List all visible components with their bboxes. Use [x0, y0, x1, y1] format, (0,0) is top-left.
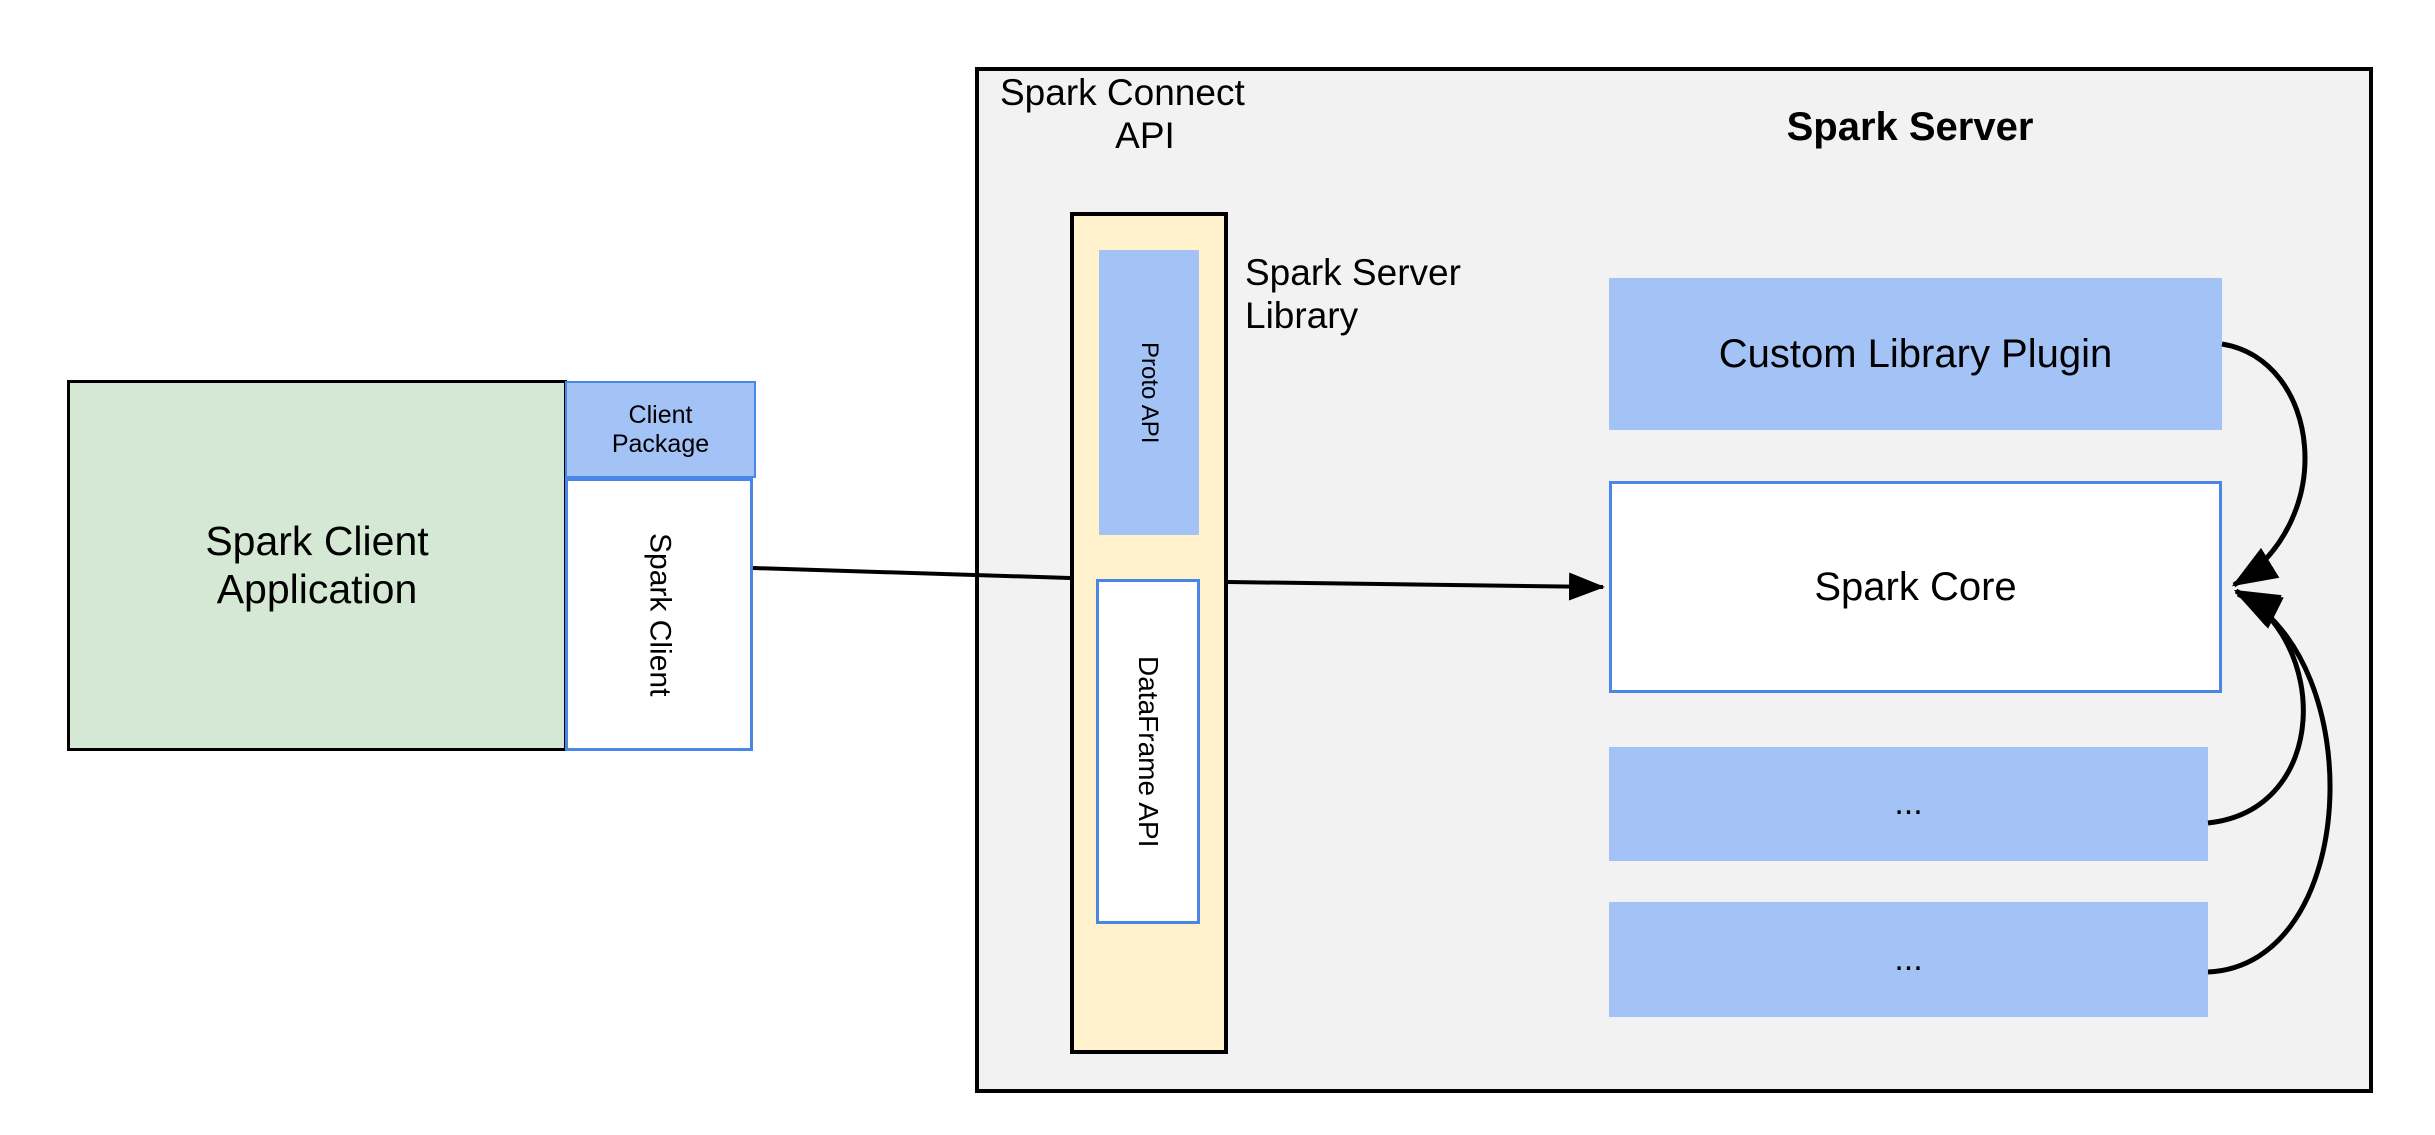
spark-server-library-label-line2: Library — [1245, 295, 1359, 336]
spark-client-application-label-line1: Spark Client — [205, 518, 429, 565]
spark-client-box[interactable]: Spark Client — [565, 478, 753, 751]
spark-server-library-label: Spark Server Library — [1245, 240, 1545, 350]
spark-connect-api-label: Spark Connect API — [1000, 70, 1290, 160]
client-package-label: Client Package — [612, 401, 709, 459]
ellipsis-box-1[interactable]: ... — [1609, 747, 2208, 861]
spark-server-library-label-line1: Spark Server — [1245, 252, 1461, 294]
proto-api-label: Proto API — [1135, 341, 1163, 444]
client-package-label-line2: Package — [611, 429, 710, 458]
spark-server-title: Spark Server — [1786, 105, 2034, 149]
spark-client-application-label-line2: Application — [216, 565, 418, 612]
client-package-label-line1: Client — [628, 400, 693, 429]
dataframe-api-label: DataFrame API — [1133, 655, 1165, 848]
spark-connect-api-label-line2: API — [1115, 115, 1175, 156]
spark-connect-api-label-line1: Spark Connect — [1000, 72, 1245, 114]
spark-core-box[interactable]: Spark Core — [1609, 481, 2222, 693]
client-package-box[interactable]: Client Package — [565, 381, 756, 478]
ellipsis-box-2[interactable]: ... — [1609, 902, 2208, 1017]
spark-client-label: Spark Client — [643, 532, 677, 697]
proto-api-box[interactable]: Proto API — [1099, 250, 1199, 535]
spark-client-application-box[interactable]: Spark Client Application — [67, 380, 567, 751]
spark-client-application-label: Spark Client Application — [205, 518, 428, 612]
custom-library-plugin-box[interactable]: Custom Library Plugin — [1609, 278, 2222, 430]
dataframe-api-box[interactable]: DataFrame API — [1096, 579, 1200, 924]
